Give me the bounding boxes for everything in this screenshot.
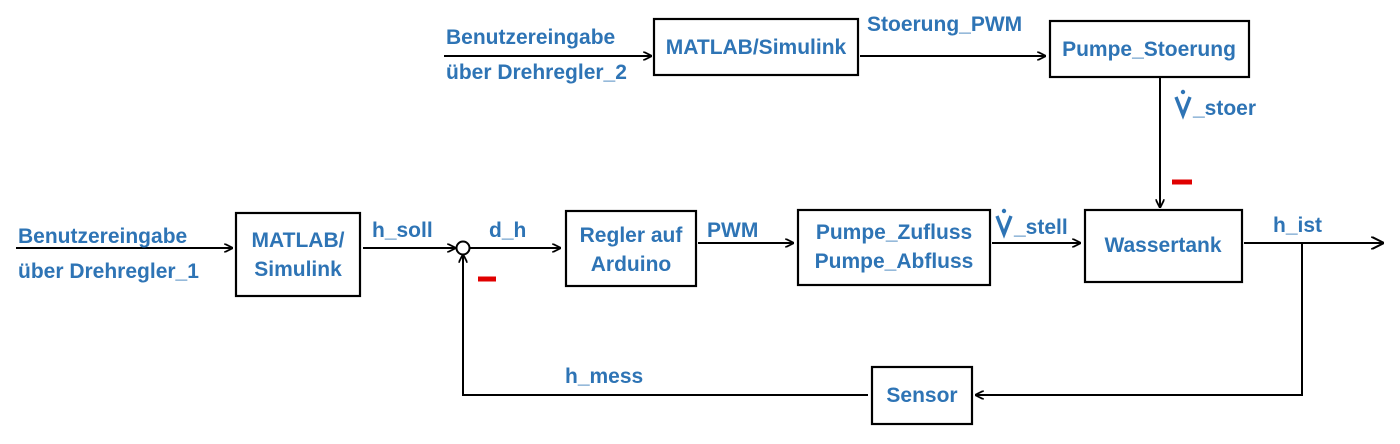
block-pumpe-label-line2: Pumpe_Abfluss	[815, 250, 974, 273]
block-matlab-top-label: MATLAB/Simulink	[666, 36, 847, 59]
signal-input2-line2: über Drehregler_2	[446, 61, 627, 84]
block-pumpe-stoerung	[1048, 19, 1251, 79]
block-matlab-top	[652, 17, 860, 77]
block-matlab-bottom-label-line1: MATLAB/	[252, 229, 345, 252]
signal-v-stoer: _stoer	[1174, 89, 1256, 120]
block-pumpe-label-line1: Pumpe_Zufluss	[816, 221, 972, 244]
summing-junction	[455, 240, 471, 256]
feedback-line-h-mess	[463, 254, 868, 396]
signal-input1-line1: Benutzereingabe	[18, 225, 187, 248]
block-regler-label-line2: Arduino	[591, 253, 671, 276]
signal-h-mess: h_mess	[565, 365, 643, 388]
signal-v-stoer-label: _stoer	[1192, 97, 1256, 120]
feedback-line-to-sensor	[975, 243, 1303, 395]
signal-h-ist: h_ist	[1273, 214, 1322, 237]
block-sensor	[870, 365, 974, 426]
block-matlab-bottom-label-line2: Simulink	[254, 258, 342, 281]
block-wassertank-label: Wassertank	[1104, 234, 1221, 257]
v-dot-mark	[1180, 89, 1186, 95]
v-dot-glyph	[995, 215, 1013, 239]
signal-pwm: PWM	[707, 219, 758, 242]
block-wassertank	[1083, 208, 1244, 284]
block-regler-label-line1: Regler auf	[580, 224, 684, 247]
signal-v-stell: _stell	[995, 208, 1068, 239]
v-dot-mark	[1001, 208, 1007, 214]
signal-v-stell-label: _stell	[1013, 216, 1068, 239]
v-dot-glyph	[1174, 96, 1192, 120]
block-pumpe	[796, 208, 992, 287]
block-matlab-bottom	[234, 211, 362, 298]
signal-input1-line2: über Drehregler_1	[18, 260, 199, 283]
signal-h-soll: h_soll	[372, 219, 433, 242]
signal-input2-line1: Benutzereingabe	[446, 26, 615, 49]
block-regler	[564, 209, 698, 288]
block-sensor-label: Sensor	[886, 384, 957, 407]
signal-stoerung-pwm: Stoerung_PWM	[867, 13, 1022, 36]
signal-d-h: d_h	[489, 219, 526, 242]
block-pumpe-stoerung-label: Pumpe_Stoerung	[1062, 38, 1236, 61]
